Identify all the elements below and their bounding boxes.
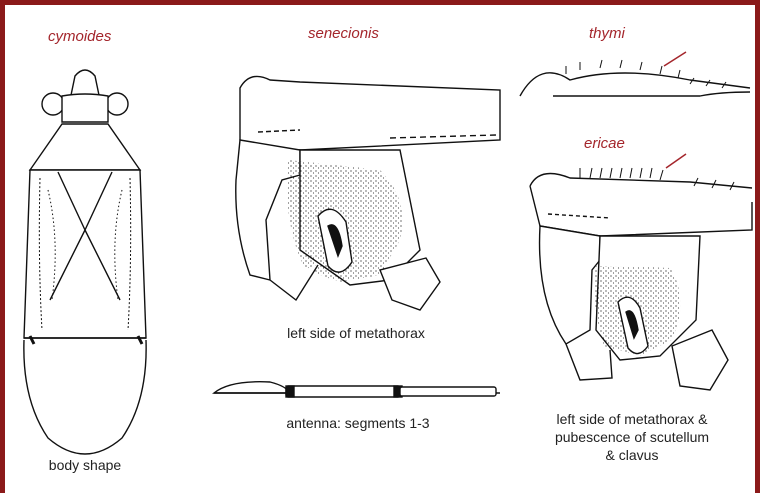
caption-body-shape: body shape xyxy=(35,457,135,473)
antenna-drawing xyxy=(214,382,500,397)
body-shape-drawing xyxy=(24,70,146,454)
species-label-senecionis: senecionis xyxy=(308,25,379,42)
thymi-drawing xyxy=(520,52,750,96)
species-label-cymoides: cymoides xyxy=(48,28,111,45)
caption-pubescence-line-1: left side of metathorax & xyxy=(527,411,737,427)
caption-metathorax: left side of metathorax xyxy=(256,325,456,341)
species-label-thymi: thymi xyxy=(589,25,625,42)
caption-pubescence-line-3: & clavus xyxy=(527,447,737,463)
caption-antenna: antenna: segments 1-3 xyxy=(258,415,458,431)
species-label-ericae: ericae xyxy=(584,135,625,152)
senecionis-metathorax-drawing xyxy=(236,76,500,310)
caption-pubescence-line-2: pubescence of scutellum xyxy=(527,429,737,445)
ericae-drawing xyxy=(530,154,752,390)
